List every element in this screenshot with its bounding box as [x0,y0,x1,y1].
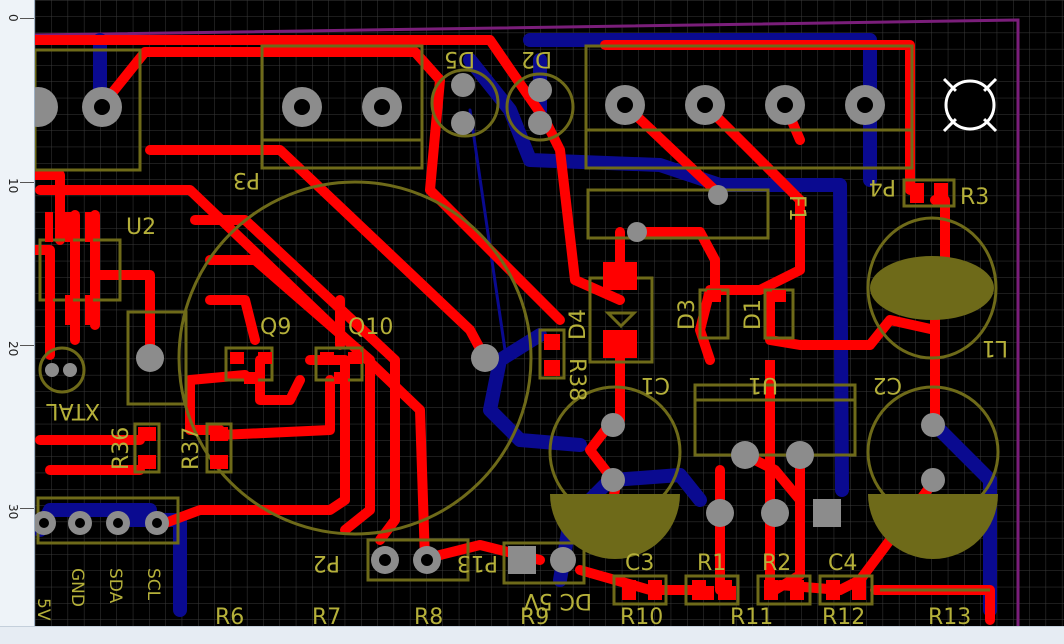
label-r6: R6 [215,605,244,626]
label-r11: R11 [730,605,773,626]
label-r7: R7 [312,605,341,626]
label-r36: R36 [109,427,134,470]
label-c1: C1 [641,372,670,397]
label-d3: D3 [675,299,700,330]
label-pin-sda: SDA [105,568,125,604]
label-pin-scl: SCL [143,568,163,601]
label-u1: U1 [748,372,778,397]
pads [35,73,948,600]
label-p3: P3 [233,167,260,192]
label-r8: R8 [414,605,443,626]
label-p13: P13 [457,550,498,575]
label-l1: L1 [982,335,1008,360]
label-p2: P2 [313,550,340,575]
vertical-ruler: 0 10 20 30 [0,0,35,626]
label-r3: R3 [960,185,989,210]
label-r2: R2 [762,551,791,576]
ruler-label-20: 20 [6,341,20,357]
ruler-label-10: 10 [6,178,20,194]
label-d5: D5 [444,46,475,71]
label-d4: D4 [566,309,591,340]
label-c4: C4 [828,551,857,576]
label-dc-5v: DC 5V [524,588,592,613]
label-r9: R9 [520,605,549,626]
fiducial-icon[interactable] [942,77,998,133]
label-xtal: XTAL [46,398,100,423]
label-r12: R12 [822,605,865,626]
ruler-label-0: 0 [6,14,20,22]
component-labels: D5 D2 P3 U2 Q9 Q10 XTAL R36 R37 P4 R3 F1… [35,46,1008,626]
label-p4: P4 [869,174,896,199]
label-q9: Q9 [260,315,291,340]
label-r10: R10 [620,605,663,626]
silkscreen-fills [550,256,998,559]
label-d1: D1 [741,299,766,330]
label-d2: D2 [521,46,552,71]
label-c2: C2 [873,372,902,397]
label-pin-5v: 5V [35,598,53,621]
board-drawing[interactable]: D5 D2 P3 U2 Q9 Q10 XTAL R36 R37 P4 R3 F1… [35,0,1064,626]
status-bar [0,626,1064,644]
pcb-canvas[interactable]: D5 D2 P3 U2 Q9 Q10 XTAL R36 R37 P4 R3 F1… [35,0,1064,626]
label-u2: U2 [126,215,156,240]
d4-diode-symbol [604,311,638,329]
label-c3: C3 [625,551,654,576]
ruler-label-30: 30 [6,504,20,520]
label-pin-gnd: GND [67,568,87,607]
label-r1: R1 [697,551,726,576]
label-q10: Q10 [348,315,393,340]
label-r13: R13 [928,605,971,626]
label-r37: R37 [179,427,204,470]
label-f1: F1 [784,195,809,222]
label-r38: R38 [564,358,589,401]
silkscreen-layer [35,44,1000,606]
board-outline [35,18,1020,626]
